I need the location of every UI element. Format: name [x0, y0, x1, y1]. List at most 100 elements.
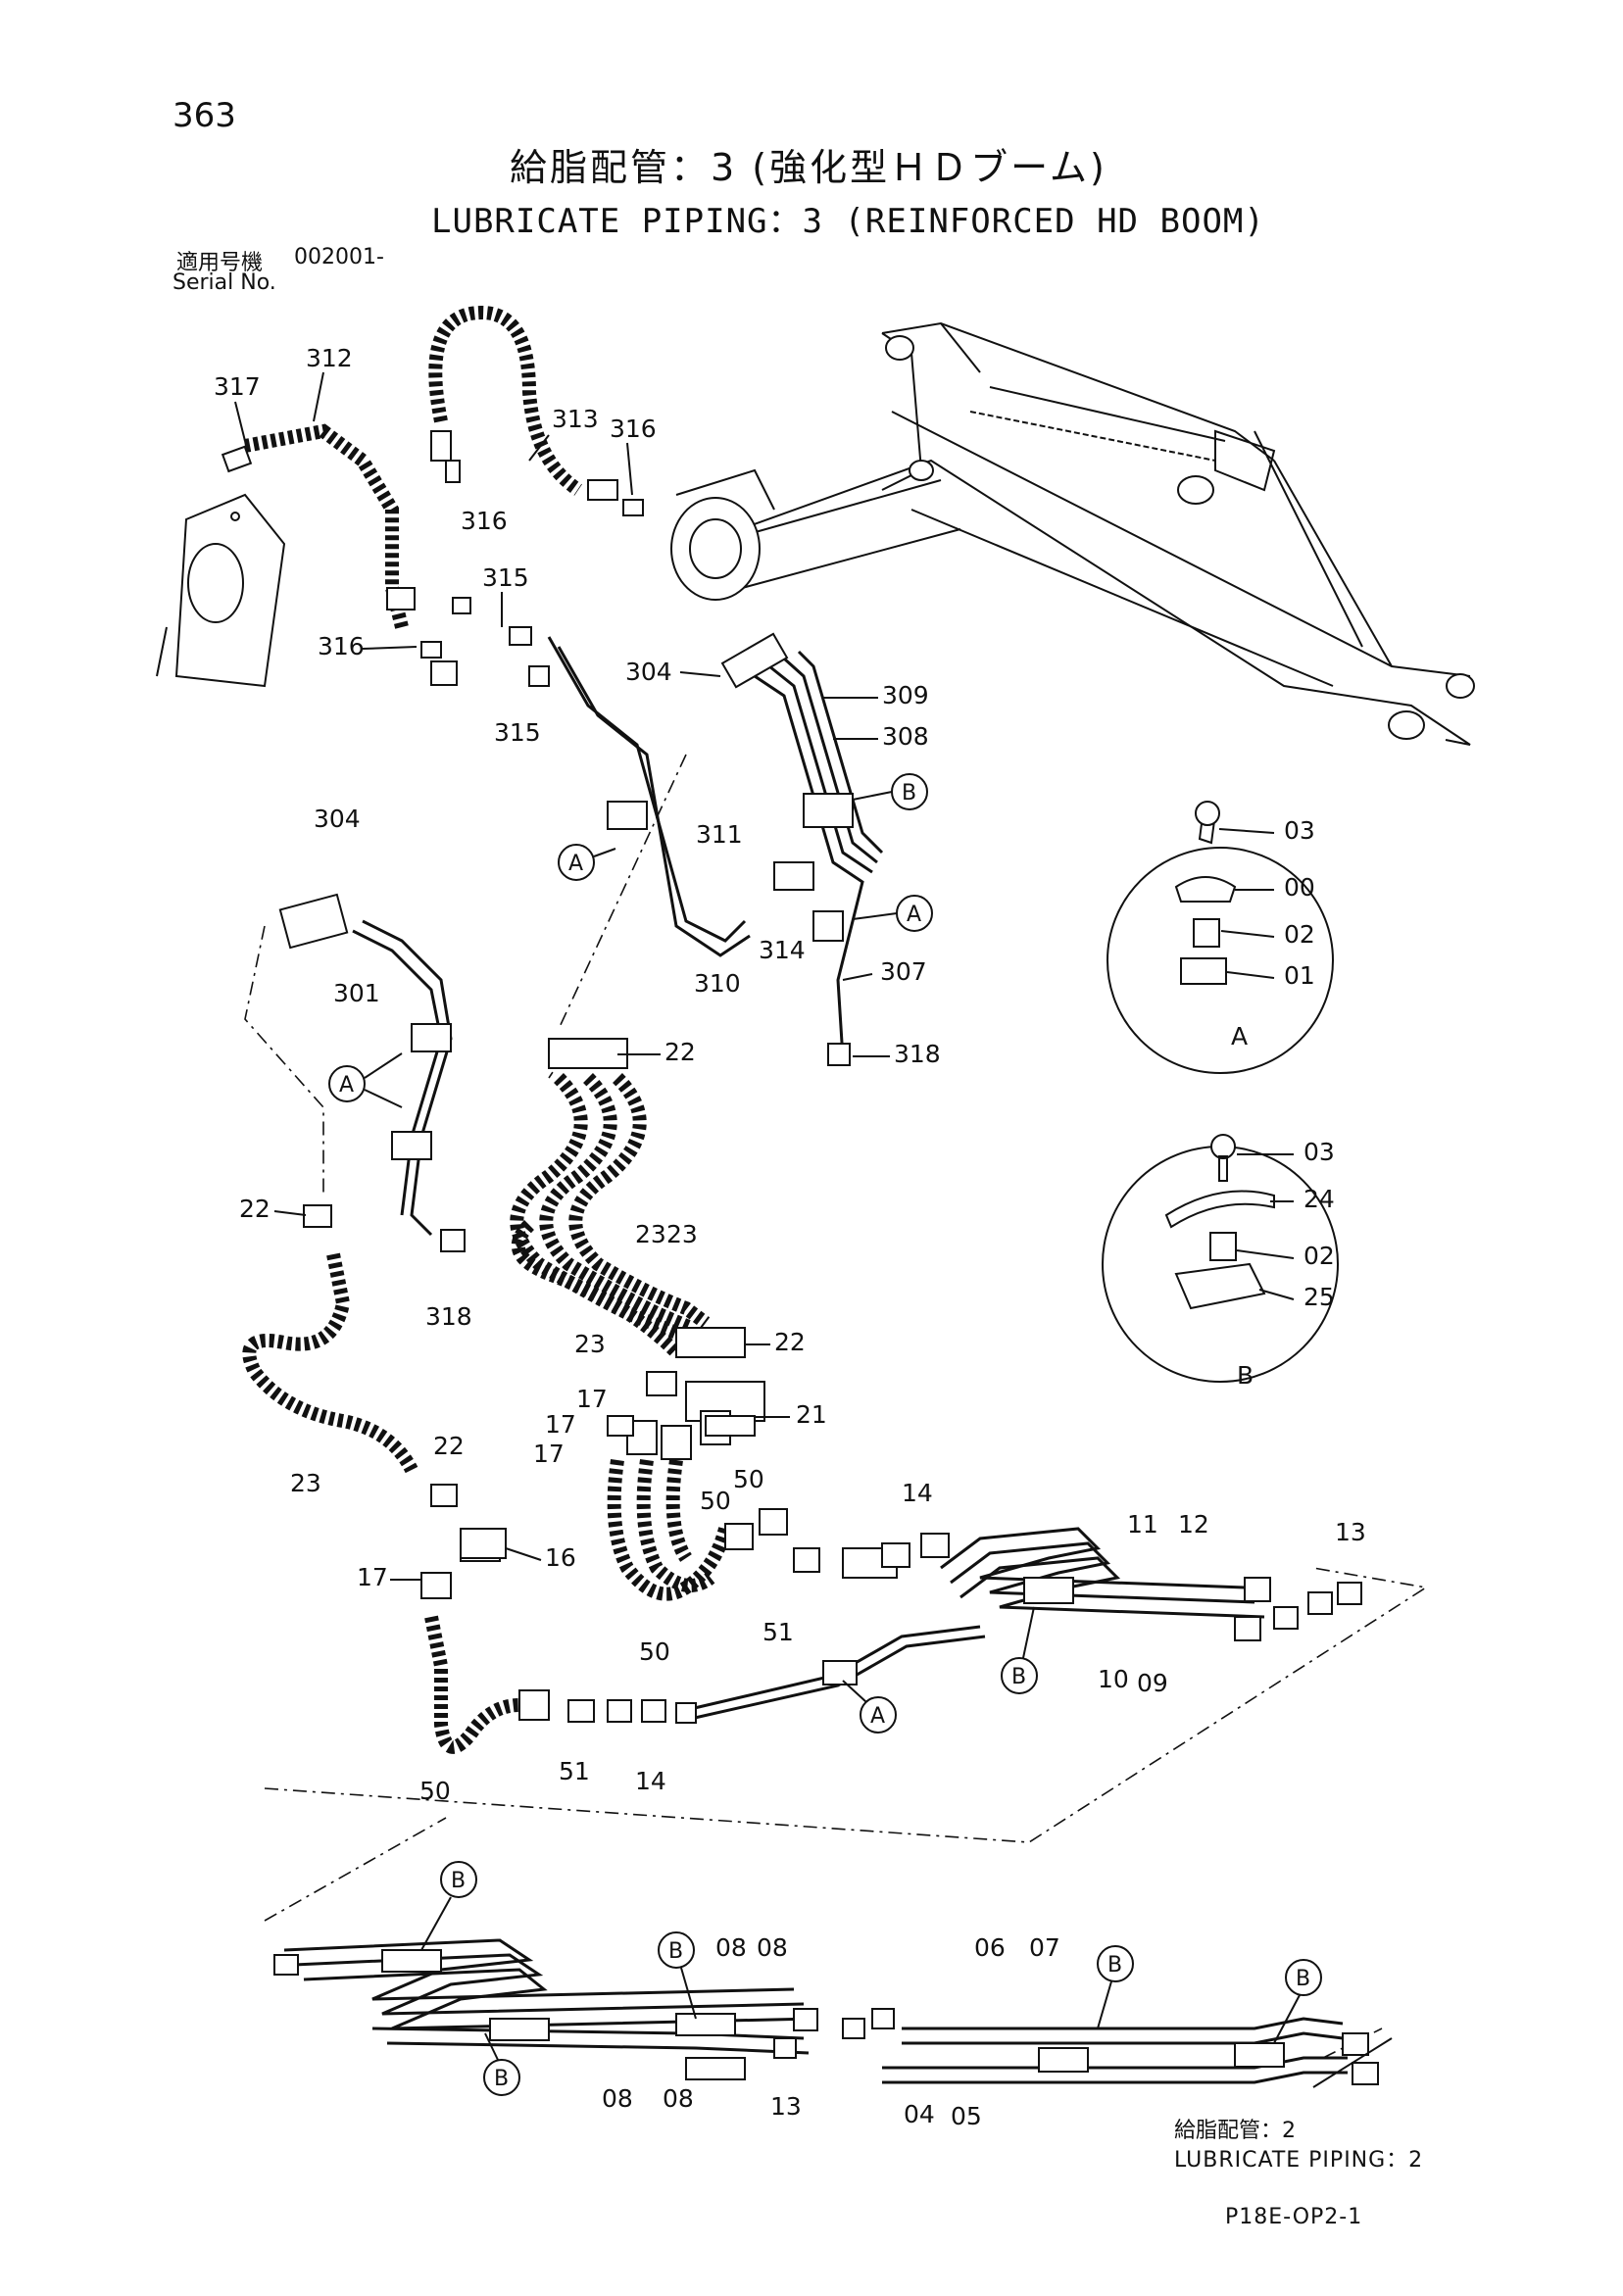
footer-english: LUBRICATE PIPING：2 — [1174, 2148, 1424, 2173]
pipes-307-308-309 — [720, 632, 884, 1066]
part-labels: 317 312 313 316 316 316 315 315 304 309 … — [214, 344, 1366, 2130]
callout-b-6: B — [1097, 1945, 1134, 2029]
detail-a-label-00: 00 — [1284, 873, 1315, 902]
label-315-top: 315 — [482, 563, 529, 592]
left-bracket — [156, 493, 286, 688]
label-leaders — [234, 371, 1295, 1581]
detail-b-name: B — [1237, 1361, 1254, 1390]
upper-hoses — [221, 306, 644, 687]
label-51-b: 51 — [559, 1757, 590, 1785]
callout-b-3: B — [420, 1861, 477, 1951]
svg-text:B: B — [494, 2067, 509, 2091]
left-pipe-301 — [278, 893, 466, 1252]
hoses-50 — [607, 1410, 820, 1601]
label-50-d: 50 — [419, 1777, 451, 1805]
label-309: 309 — [882, 681, 929, 709]
svg-text:A: A — [568, 852, 583, 876]
label-23-d: 23 — [290, 1469, 321, 1497]
label-315-bottom: 315 — [494, 718, 541, 747]
label-312: 312 — [306, 344, 353, 372]
label-08-b: 08 — [757, 1933, 788, 1962]
label-318-left: 318 — [425, 1302, 472, 1331]
label-50-c: 50 — [639, 1637, 670, 1666]
detail-a-label-02: 02 — [1284, 920, 1315, 949]
label-17-a: 17 — [576, 1385, 608, 1413]
svg-text:A: A — [870, 1704, 885, 1729]
detail-a-name: A — [1231, 1022, 1248, 1050]
label-22-right: 22 — [774, 1328, 806, 1356]
label-23-a: 23 — [635, 1220, 666, 1248]
callout-b-1: B — [852, 773, 928, 810]
label-304-left: 304 — [314, 805, 361, 833]
callout-a-3: A — [852, 895, 933, 932]
detail-a-label-01: 01 — [1284, 961, 1315, 990]
title-japanese: 給脂配管：3 (強化型ＨＤブーム) — [510, 146, 1107, 189]
label-310: 310 — [694, 969, 741, 998]
label-17-c: 17 — [533, 1440, 565, 1468]
label-17-d: 17 — [357, 1563, 388, 1591]
callout-b-2: B — [1001, 1606, 1038, 1694]
callout-markers: A A A A B B B B B B B — [328, 773, 1322, 2096]
callout-b-4: B — [658, 1931, 697, 2020]
svg-text:A: A — [907, 903, 921, 927]
leader-lines — [244, 754, 1429, 2059]
title-english: LUBRICATE PIPING：3 (REINFORCED HD BOOM) — [431, 202, 1265, 241]
label-22-center: 22 — [664, 1038, 696, 1066]
detail-b-label-25: 25 — [1303, 1283, 1335, 1311]
detail-b-label-03: 03 — [1303, 1138, 1335, 1166]
label-308: 308 — [882, 722, 929, 751]
label-318-right: 318 — [894, 1040, 941, 1068]
svg-text:B: B — [1107, 1953, 1122, 1978]
label-16: 16 — [545, 1543, 576, 1572]
footer-japanese: 給脂配管：2 — [1174, 2119, 1296, 2143]
svg-text:B: B — [1296, 1967, 1310, 1991]
label-14-a: 14 — [902, 1479, 933, 1507]
label-04: 04 — [904, 2100, 935, 2128]
label-12: 12 — [1178, 1510, 1209, 1539]
callout-a-4: A — [842, 1680, 897, 1734]
label-311: 311 — [696, 820, 743, 849]
label-301: 301 — [333, 979, 380, 1007]
label-22-lower: 22 — [433, 1432, 465, 1460]
label-14-b: 14 — [635, 1767, 666, 1795]
label-17-b: 17 — [545, 1410, 576, 1439]
label-307: 307 — [880, 957, 927, 986]
fittings-16-21 — [460, 1371, 756, 1559]
label-08-c: 08 — [602, 2084, 633, 2113]
svg-text:B: B — [451, 1869, 466, 1893]
detail-a-label-03: 03 — [1284, 816, 1315, 845]
detail-a — [1107, 801, 1334, 1074]
label-08-a: 08 — [715, 1933, 747, 1962]
label-10: 10 — [1098, 1665, 1129, 1693]
label-23-b: 23 — [666, 1220, 698, 1248]
label-316-left: 316 — [318, 632, 365, 660]
callout-a-1: A — [558, 844, 616, 881]
label-314: 314 — [759, 936, 806, 964]
serial-value: 002001- — [294, 245, 384, 269]
label-06: 06 — [974, 1933, 1006, 1962]
label-05: 05 — [951, 2102, 982, 2130]
serial-label-en: Serial No. — [172, 270, 276, 295]
label-316-top: 316 — [610, 415, 657, 443]
callout-b-5: B — [483, 2032, 520, 2096]
drawing-code: P18E-OP2-1 — [1225, 2205, 1363, 2229]
manifold-11-12 — [567, 1527, 1362, 1724]
boom-illustration — [685, 321, 1475, 746]
label-21: 21 — [796, 1400, 827, 1429]
label-50-b: 50 — [700, 1487, 731, 1515]
callout-b-7: B — [1273, 1959, 1322, 2044]
detail-b-label-02: 02 — [1303, 1242, 1335, 1270]
label-23-c: 23 — [574, 1330, 606, 1358]
callout-a-2: A — [328, 1052, 403, 1108]
pipe-runs-310-311 — [547, 636, 751, 957]
boom-cylinder — [670, 468, 961, 601]
label-51-a: 51 — [762, 1618, 794, 1646]
svg-text:B: B — [668, 1939, 683, 1964]
svg-text:A: A — [339, 1073, 354, 1098]
svg-text:B: B — [902, 781, 916, 806]
label-304-top: 304 — [625, 658, 672, 686]
label-317: 317 — [214, 372, 261, 401]
label-316-mid: 316 — [461, 507, 508, 535]
detail-b-label-24: 24 — [1303, 1185, 1335, 1213]
